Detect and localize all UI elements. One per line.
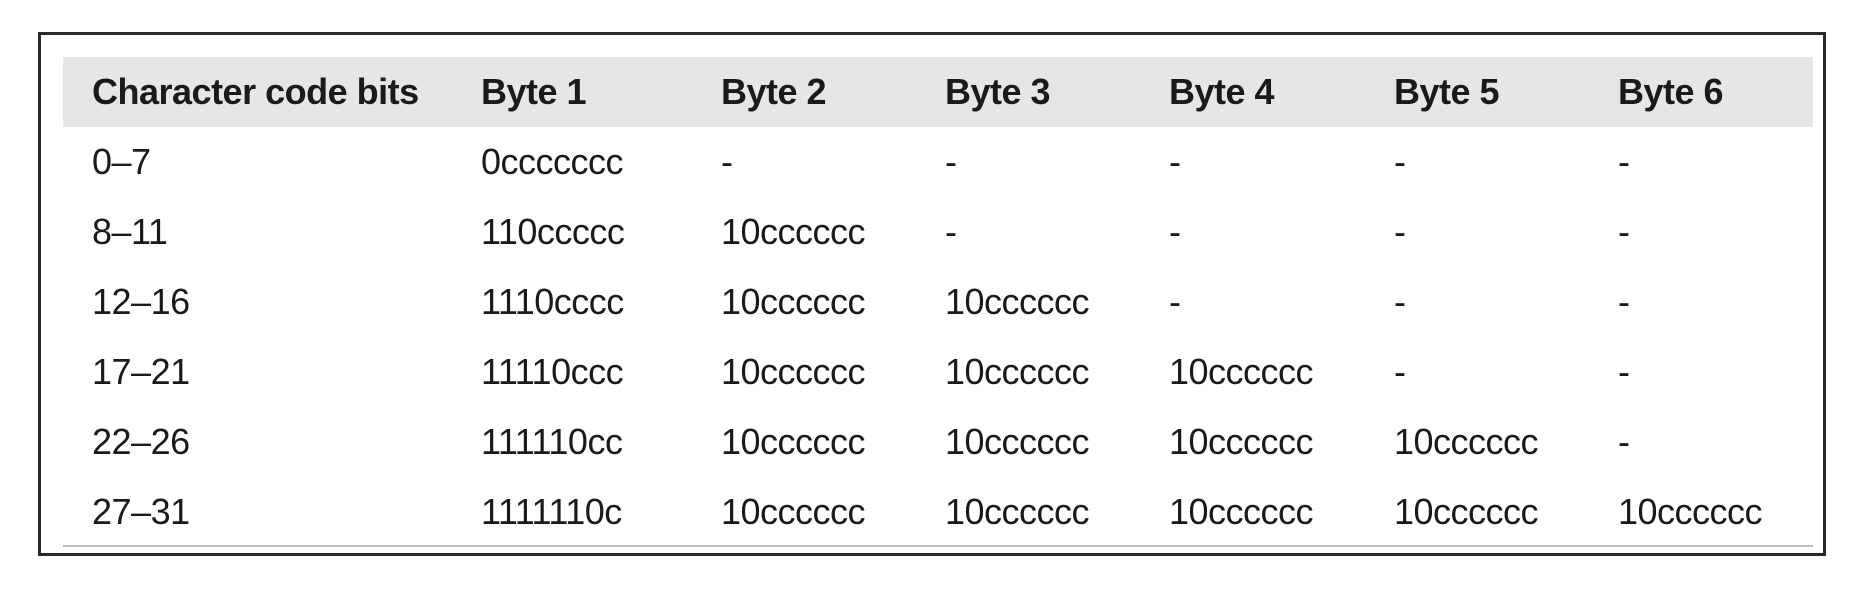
- table-cell: -: [1169, 141, 1181, 182]
- utf8-encoding-table: Character code bits Byte 1 Byte 2 Byte 3…: [63, 57, 1813, 547]
- table-cell: -: [1394, 351, 1406, 392]
- table-cell: 111110cc: [481, 421, 623, 462]
- table-cell: 10cccccc: [721, 351, 866, 392]
- table-cell: -: [1618, 141, 1630, 182]
- table-cell: -: [1618, 211, 1630, 252]
- table-cell: 1111110c: [481, 491, 622, 532]
- table-cell: -: [1618, 421, 1630, 462]
- table-cell: 110ccccc: [481, 211, 625, 252]
- table-cell: -: [1618, 351, 1630, 392]
- table-row: 27–31 1111110c 10cccccc 10cccccc 10ccccc…: [63, 477, 1813, 547]
- table-cell: 10cccccc: [1394, 421, 1539, 462]
- table-cell: 1110cccc: [481, 281, 624, 322]
- table-header-row: Character code bits Byte 1 Byte 2 Byte 3…: [63, 57, 1813, 127]
- table-cell: 10cccccc: [1394, 491, 1539, 532]
- table-cell: 10cccccc: [721, 211, 866, 252]
- table-cell: -: [1394, 281, 1406, 322]
- table-cell: 10cccccc: [1169, 491, 1314, 532]
- table-frame: Character code bits Byte 1 Byte 2 Byte 3…: [38, 32, 1826, 556]
- table-row: 12–16 1110cccc 10cccccc 10cccccc - - -: [63, 267, 1813, 337]
- table-cell: 27–31: [92, 491, 190, 532]
- table-cell: 10cccccc: [945, 421, 1090, 462]
- table-cell: 11110ccc: [481, 351, 624, 392]
- table-cell: 0ccccccc: [481, 141, 624, 182]
- table-cell: -: [1618, 281, 1630, 322]
- table-row: 8–11 110ccccc 10cccccc - - - -: [63, 197, 1813, 267]
- table-cell: 10cccccc: [721, 421, 866, 462]
- header-byte-1: Byte 1: [481, 71, 587, 112]
- table-row: 22–26 111110cc 10cccccc 10cccccc 10ccccc…: [63, 407, 1813, 477]
- table-cell: -: [1394, 211, 1406, 252]
- table-cell: 10cccccc: [721, 491, 866, 532]
- table-cell: 10cccccc: [1618, 491, 1763, 532]
- table-cell: -: [721, 141, 733, 182]
- table-cell: 10cccccc: [721, 281, 866, 322]
- table-cell: 10cccccc: [945, 491, 1090, 532]
- table-cell: 8–11: [92, 211, 168, 252]
- table-cell: 12–16: [92, 281, 190, 322]
- header-byte-6: Byte 6: [1618, 71, 1724, 112]
- table-cell: 10cccccc: [945, 281, 1090, 322]
- header-byte-3: Byte 3: [945, 71, 1051, 112]
- header-byte-4: Byte 4: [1169, 71, 1275, 112]
- header-byte-2: Byte 2: [721, 71, 827, 112]
- table-cell: 10cccccc: [1169, 351, 1314, 392]
- table-cell: 10cccccc: [945, 351, 1090, 392]
- header-character-code-bits: Character code bits: [92, 71, 419, 112]
- table-cell: 0–7: [92, 141, 151, 182]
- table-cell: 22–26: [92, 421, 190, 462]
- table-row: 0–7 0ccccccc - - - - -: [63, 127, 1813, 197]
- table-cell: -: [1169, 281, 1181, 322]
- table-cell: -: [945, 141, 957, 182]
- table-row: 17–21 11110ccc 10cccccc 10cccccc 10ccccc…: [63, 337, 1813, 407]
- header-byte-5: Byte 5: [1394, 71, 1500, 112]
- table-cell: 10cccccc: [1169, 421, 1314, 462]
- table-bottom-rule: [63, 545, 1813, 547]
- table-cell: -: [945, 211, 957, 252]
- table-cell: -: [1394, 141, 1406, 182]
- table-cell: 17–21: [92, 351, 190, 392]
- table-cell: -: [1169, 211, 1181, 252]
